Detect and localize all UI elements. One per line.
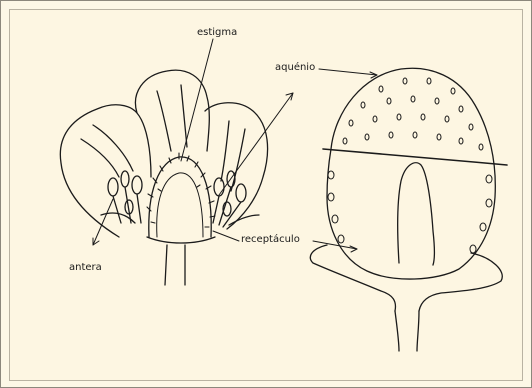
petal-center bbox=[135, 70, 209, 151]
pointer-aquenio bbox=[319, 69, 377, 75]
petal-vein bbox=[181, 85, 187, 147]
fruit-core bbox=[398, 163, 435, 265]
label-aquenio: aquénio bbox=[275, 63, 315, 73]
label-antera: antera bbox=[69, 263, 102, 273]
calyx-left bbox=[310, 245, 395, 311]
petal-right bbox=[205, 103, 268, 229]
pointer-receptaculo-flower bbox=[213, 231, 239, 241]
petal-vein bbox=[231, 129, 245, 191]
calyx-right bbox=[419, 253, 502, 311]
flower-section-drawing bbox=[60, 39, 293, 285]
pointer-estigma-2 bbox=[219, 93, 293, 195]
petal-vein bbox=[93, 125, 133, 171]
side-achenes bbox=[328, 171, 492, 253]
petal-vein bbox=[157, 91, 171, 151]
petal-vein bbox=[81, 139, 119, 177]
strawberry-drawing bbox=[310, 68, 507, 351]
petal-vein bbox=[221, 121, 229, 181]
pointer-antera bbox=[93, 199, 113, 245]
label-estigma: estigma bbox=[197, 28, 237, 38]
receptacle-dome bbox=[149, 157, 211, 237]
flower-stem bbox=[165, 245, 185, 285]
fruit-stem bbox=[395, 311, 419, 351]
label-receptaculo: receptáculo bbox=[241, 235, 300, 245]
petal-left bbox=[60, 105, 151, 237]
